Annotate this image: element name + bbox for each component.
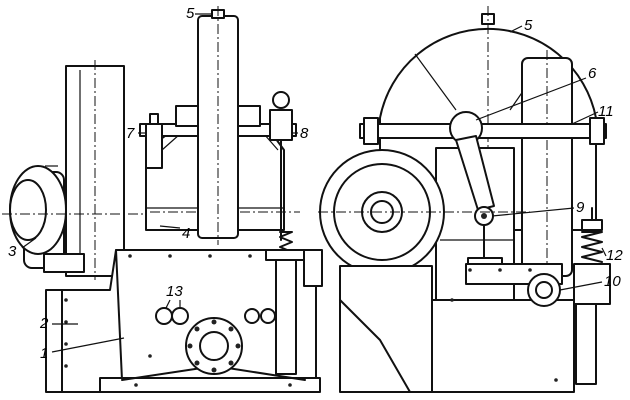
callout-2: 2: [39, 315, 49, 332]
callouts: 1 2 3 4 5 5 6 7 8 9 10 11 12 13: [8, 5, 623, 362]
beam-end-right: [589, 117, 605, 145]
flywheel-spoke: [414, 53, 457, 111]
port-bore: [199, 331, 229, 361]
rod-7-assembly: [145, 113, 163, 169]
motor-base: [43, 253, 85, 273]
right-view: [318, 6, 611, 393]
rod-8-head: [269, 109, 293, 141]
callout-13: 13: [166, 283, 183, 300]
side-flange-left: [303, 249, 323, 287]
right-bolt-dots: [450, 268, 558, 382]
beam-bracket-left: [175, 105, 199, 127]
spring-right: [581, 231, 603, 263]
port-bolts: [187, 319, 241, 373]
callout-8: 8: [300, 125, 309, 142]
valve-right-2: [260, 308, 276, 324]
crankcase-foot: [99, 377, 321, 393]
callout-11: 11: [598, 103, 614, 120]
valve-left-2: [171, 307, 189, 325]
valve-right-1: [244, 308, 260, 324]
callout-1: 1: [40, 345, 48, 362]
rod-7-cap: [149, 113, 159, 125]
lower-body-slope: [339, 299, 411, 393]
callout-4: 4: [182, 225, 190, 242]
callout-12: 12: [606, 247, 623, 264]
electric-motor: [2, 165, 150, 273]
crankcase-edge: [115, 249, 123, 381]
right-cross-beam: [359, 123, 607, 139]
valve-left-1: [155, 307, 173, 325]
beam-end-left: [363, 117, 379, 145]
beam-bracket-right: [237, 105, 261, 127]
bottom-port-bore: [535, 281, 553, 299]
motor-end-cap: [9, 179, 47, 241]
callout-5-left: 5: [186, 5, 195, 22]
rod-7-body: [145, 123, 163, 169]
callout-10: 10: [604, 273, 621, 290]
left-view: [2, 6, 323, 393]
rod-8-assembly: [269, 91, 293, 241]
crosshead-pin-center: [481, 213, 487, 219]
spring-12-assembly: [573, 207, 611, 385]
callout-9: 9: [576, 199, 585, 216]
callout-7: 7: [126, 125, 135, 142]
bolt-dots: [64, 254, 292, 387]
callout-5-right: 5: [524, 17, 533, 34]
small-flywheel: [318, 149, 530, 275]
valve-pipe: [575, 303, 597, 385]
side-pipe: [275, 255, 297, 375]
pipe-flange: [265, 249, 307, 261]
spring-cap: [581, 219, 603, 231]
callout-6: 6: [588, 65, 597, 82]
connecting-rod: [455, 135, 495, 211]
rod-8-knob: [272, 91, 290, 109]
callout-3: 3: [8, 243, 17, 260]
